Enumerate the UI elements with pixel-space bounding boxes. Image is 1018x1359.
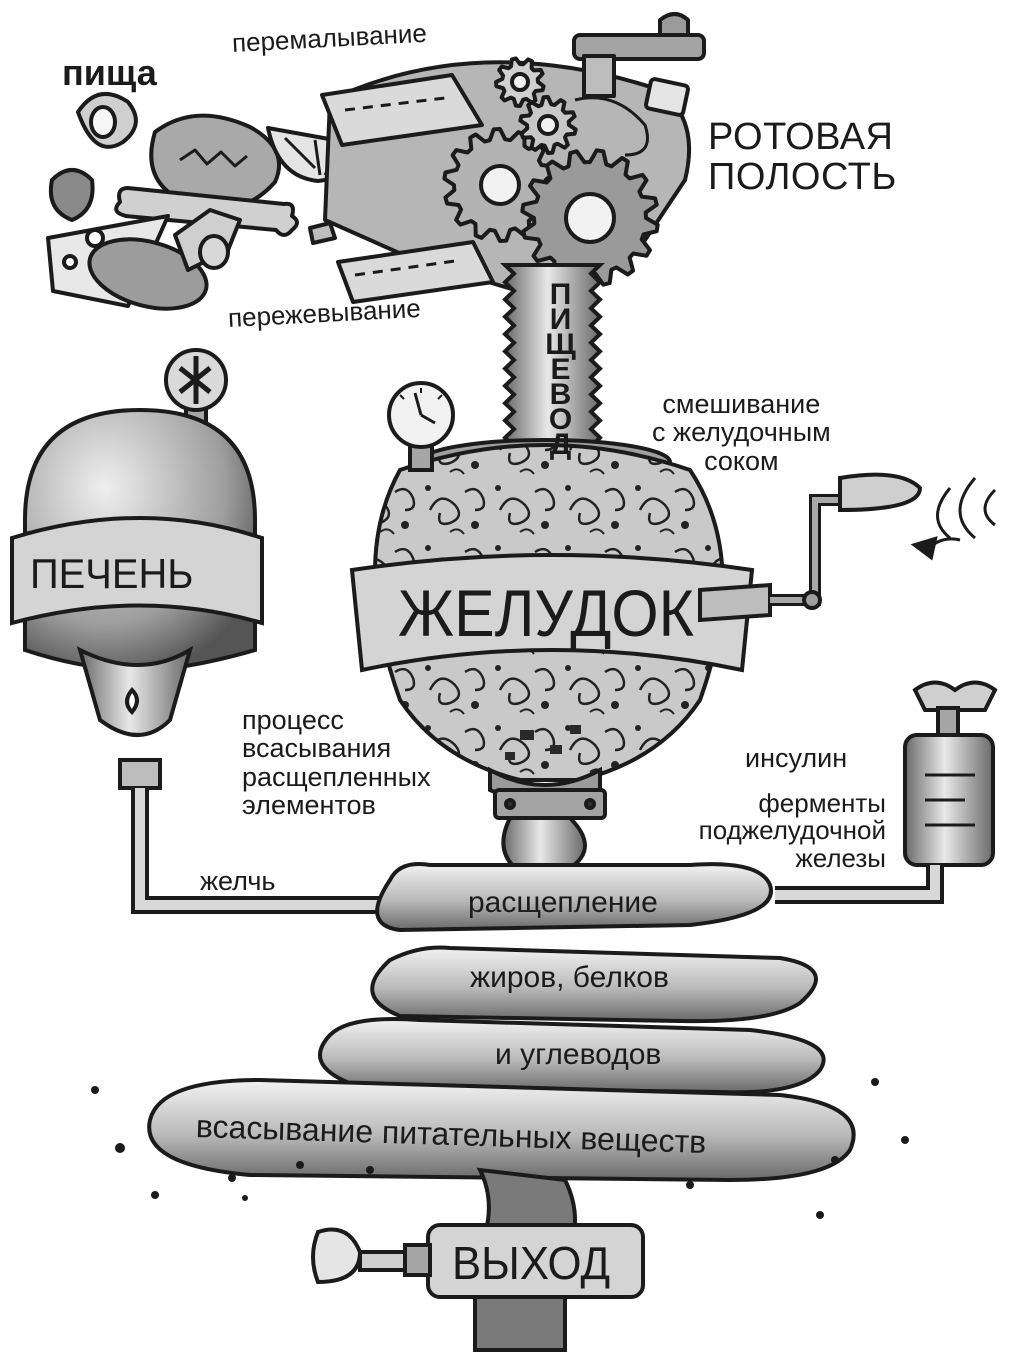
label-mouth-cavity: РОТОВАЯ ПОЛОСТЬ [708, 116, 897, 198]
spin-motion-lines [936, 477, 997, 540]
splash-drops [91, 1078, 909, 1219]
liver-band [10, 516, 264, 626]
label-fats-proteins: жиров, белков [470, 961, 669, 994]
fish-icon [149, 113, 281, 211]
label-liver: ПЕЧЕНЬ [30, 550, 194, 597]
stomach-vessel [349, 381, 997, 820]
gear-hub [510, 72, 530, 92]
label-exit: ВЫХОД [452, 1237, 611, 1289]
stomach-band [349, 553, 755, 673]
valve-wheel-icon [164, 348, 228, 430]
liver-vessel [10, 348, 380, 914]
coil-2 [370, 945, 818, 1024]
gear-cluster [442, 56, 660, 288]
coil-3 [318, 1017, 826, 1095]
mouth-cavity [320, 12, 706, 304]
sausage-icon [87, 237, 209, 311]
label-splitting: расщепление [468, 886, 658, 919]
intestine [91, 816, 909, 1352]
stomach-drip-holes [505, 725, 581, 760]
label-esophagus: ПИЩЕВОД [544, 278, 577, 453]
coil-1 [375, 862, 773, 933]
label-pancreas-enzymes: ферменты поджелудочной железы [698, 788, 886, 873]
crank-top [572, 12, 706, 117]
pressure-gauge-icon [387, 381, 455, 472]
label-mixing: смешивание с желудочным соком [652, 389, 831, 476]
label-bile: желчь [200, 866, 276, 896]
pancreas-vessel [775, 680, 998, 904]
label-carbs: и углеводов [495, 1038, 662, 1071]
strawberry-icon [49, 168, 95, 222]
lower-jaw [336, 240, 495, 304]
gear-hub [479, 164, 521, 206]
label-insulin: инсулин [745, 743, 848, 773]
exit-valve-icon [311, 1227, 363, 1285]
label-absorption-process: процесс всасывания расщепленных элементо… [242, 705, 431, 821]
upper-jaw [320, 73, 484, 147]
gear-hub [537, 114, 559, 136]
coil-4 [147, 1077, 856, 1183]
faucet-icon [912, 680, 998, 740]
label-stomach: ЖЕЛУДОК [398, 576, 694, 650]
crank-handle-icon [698, 472, 923, 623]
gear-hub [564, 192, 616, 244]
label-food: пища [62, 52, 157, 93]
